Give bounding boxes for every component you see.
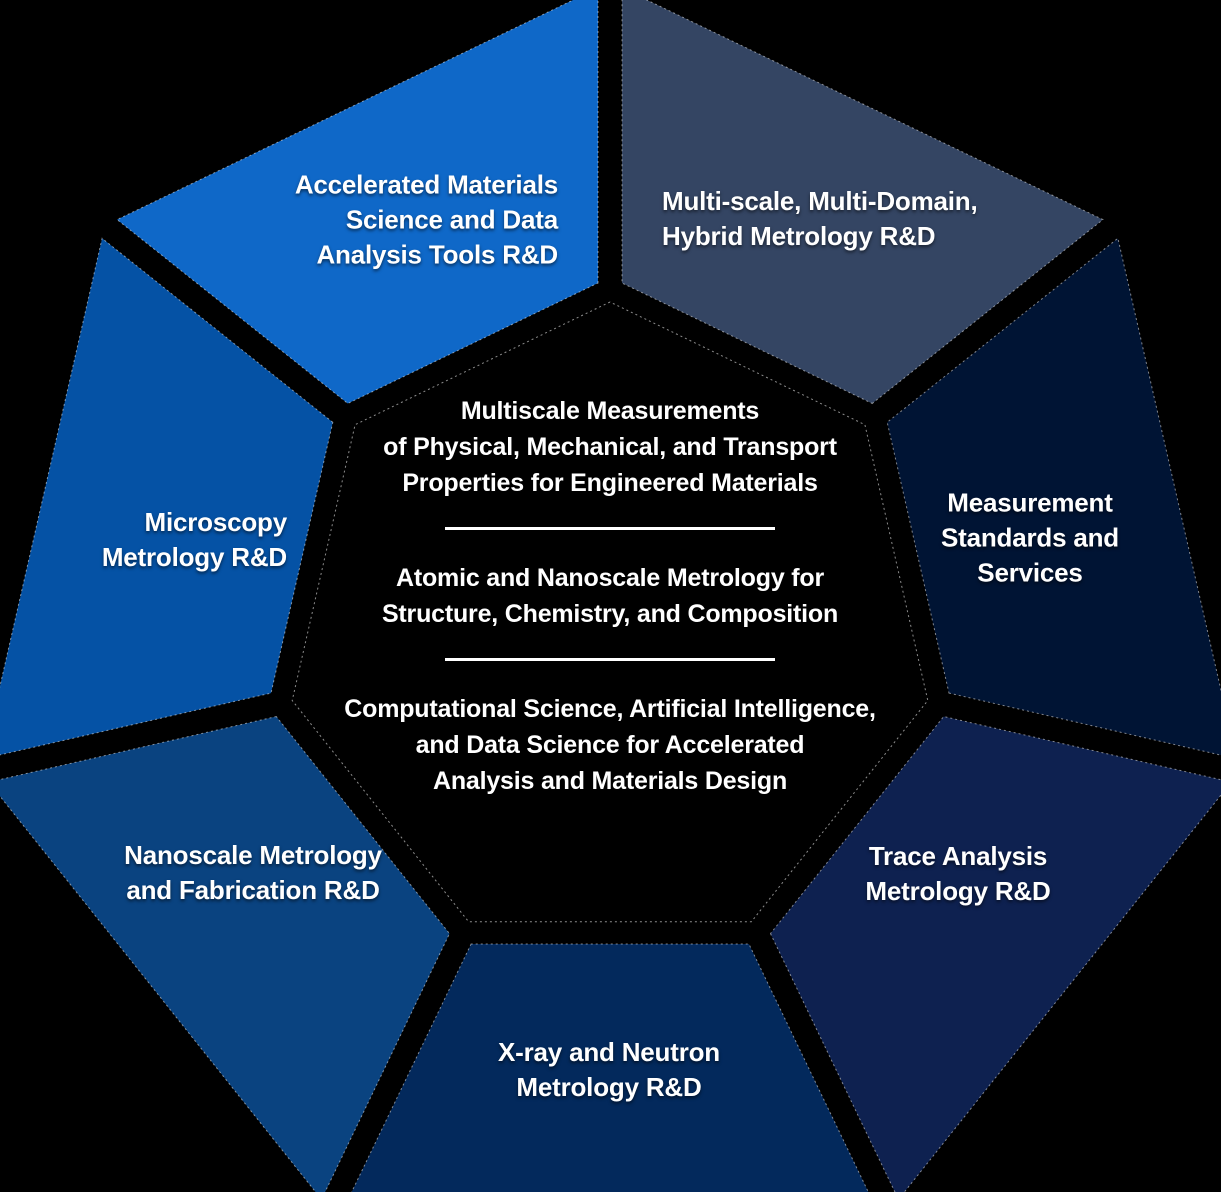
segment-nanoscale-metrology-fabrication [0, 715, 451, 1192]
segment-label-line: Standards and [941, 522, 1119, 553]
segment-microscopy-metrology [0, 237, 334, 756]
segment-label-line: Multi-scale, Multi-Domain, [662, 186, 978, 216]
segment-label-line: Measurement [947, 487, 1113, 518]
divider-line [445, 527, 775, 530]
segment-label-nanoscale-metrology-fabrication: Nanoscale Metrology and Fabrication R&D [88, 838, 418, 908]
center-text-panel: Multiscale Measurements of Physical, Mech… [310, 393, 910, 799]
segment-label-line: Science and Data [345, 204, 558, 235]
segment-label-line: Hybrid Metrology R&D [662, 221, 936, 251]
divider-line [445, 658, 775, 661]
center-block-3: Computational Science, Artificial Intell… [310, 691, 910, 799]
center-block-line: and Data Science for Accelerated [415, 731, 805, 759]
segment-label-line: Services [977, 557, 1083, 588]
segment-xray-neutron-metrology [351, 943, 869, 1192]
center-heptagon-outline [291, 301, 929, 923]
segment-label-line: Trace Analysis [868, 841, 1048, 871]
center-block-line: Computational Science, Artificial Intell… [344, 695, 876, 723]
center-block-line: of Physical, Mechanical, and Transport [383, 433, 837, 461]
segment-label-line: Metrology R&D [516, 1072, 702, 1102]
segment-label-line: Accelerated Materials [294, 169, 558, 200]
segment-accelerated-materials-science [116, 0, 599, 405]
center-block-line: Structure, Chemistry, and Composition [381, 600, 839, 628]
segment-label-line: and Fabrication R&D [126, 875, 380, 905]
segment-label-line: Nanoscale Metrology [124, 840, 382, 870]
segment-measurement-standards-services [886, 237, 1221, 756]
segment-label-line: Metrology R&D [865, 876, 1051, 906]
center-block-line: Properties for Engineered Materials [402, 469, 818, 497]
center-block-line: Atomic and Nanoscale Metrology for [396, 564, 824, 592]
center-block-line: Multiscale Measurements [460, 397, 760, 425]
segment-trace-analysis-metrology [769, 715, 1221, 1192]
segment-label-line: Microscopy [144, 507, 288, 537]
segment-label-line: X-ray and Neutron [498, 1037, 720, 1067]
segment-label-multiscale-multidomain-hybrid: Multi-scale, Multi-Domain, Hybrid Metrolo… [662, 184, 1022, 254]
center-block-line: Analysis and Materials Design [432, 767, 788, 795]
segment-label-line: Analysis Tools R&D [316, 239, 558, 270]
segment-label-line: Metrology R&D [101, 542, 287, 572]
center-block-1: Multiscale Measurements of Physical, Mech… [310, 393, 910, 501]
segment-multiscale-multidomain-hybrid [621, 0, 1104, 405]
